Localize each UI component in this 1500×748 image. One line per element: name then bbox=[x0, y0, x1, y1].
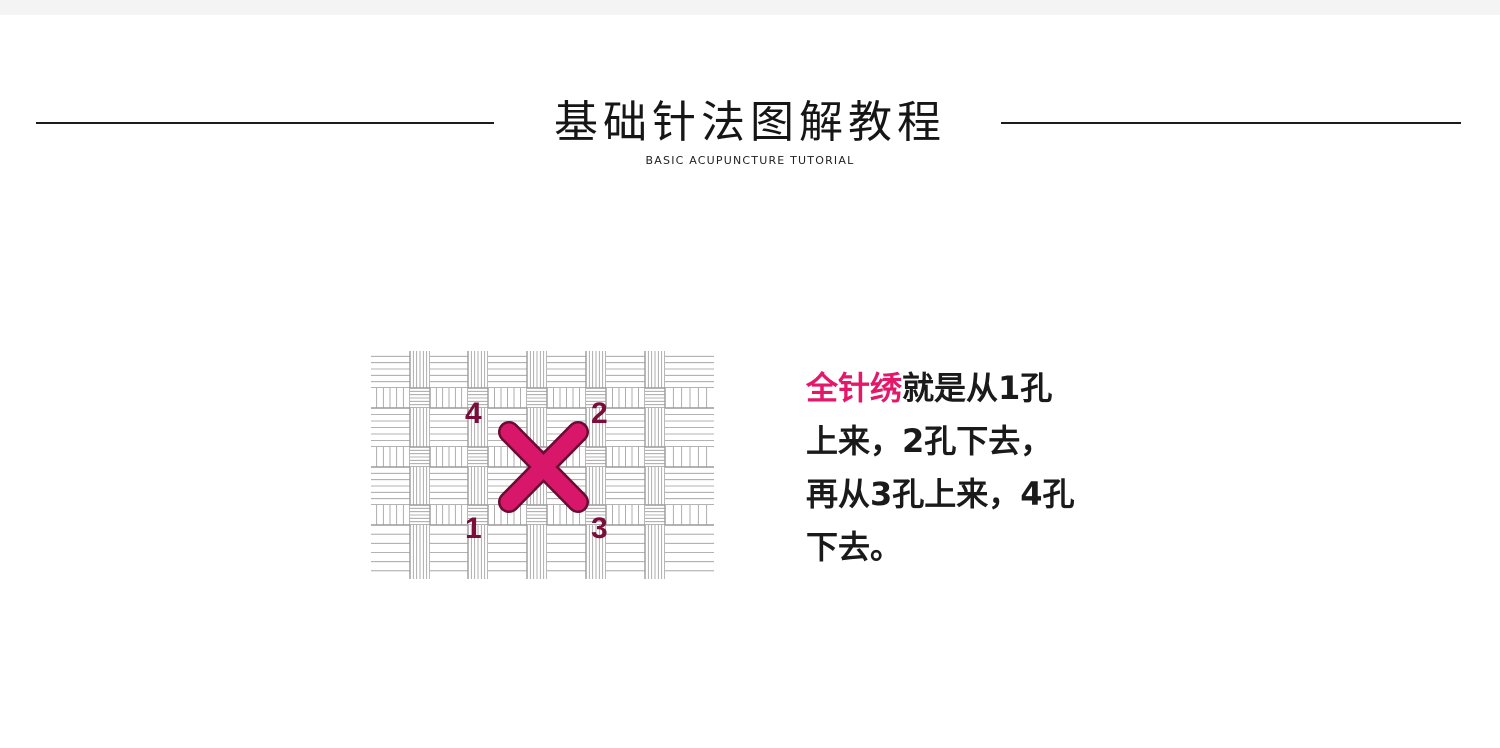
description-line-1: 全针绣就是从1孔 bbox=[806, 362, 1126, 415]
stitch-description: 全针绣就是从1孔 上来，2孔下去， 再从3孔上来，4孔 下去。 bbox=[806, 362, 1126, 574]
description-line-1-rest: 就是从1孔 bbox=[902, 369, 1053, 407]
description-line-3: 再从3孔上来，4孔 bbox=[806, 475, 1075, 513]
page-subtitle: BASIC ACUPUNCTURE TUTORIAL bbox=[645, 154, 855, 167]
stitch-fill-3-4 bbox=[500, 423, 587, 511]
description-line-2: 上来，2孔下去， bbox=[806, 422, 1053, 460]
hole-label-4: 4 bbox=[465, 397, 482, 430]
stitch-x bbox=[498, 421, 589, 513]
hole-label-1: 1 bbox=[465, 512, 482, 545]
page-title: 基础针法图解教程 bbox=[554, 97, 946, 148]
top-strip bbox=[0, 0, 1500, 15]
fabric-weave bbox=[369, 349, 716, 581]
header-rule-right bbox=[1001, 122, 1461, 124]
hole-label-2: 2 bbox=[591, 397, 608, 430]
stitch-name-highlight: 全针绣 bbox=[806, 369, 903, 407]
cross-stitch-diagram: 4 2 1 3 bbox=[369, 349, 716, 581]
description-line-4: 下去。 bbox=[806, 528, 903, 566]
header-rule-left bbox=[36, 122, 494, 124]
hole-label-3: 3 bbox=[591, 512, 608, 545]
fabric-weave-svg: 4 2 1 3 bbox=[369, 349, 716, 581]
